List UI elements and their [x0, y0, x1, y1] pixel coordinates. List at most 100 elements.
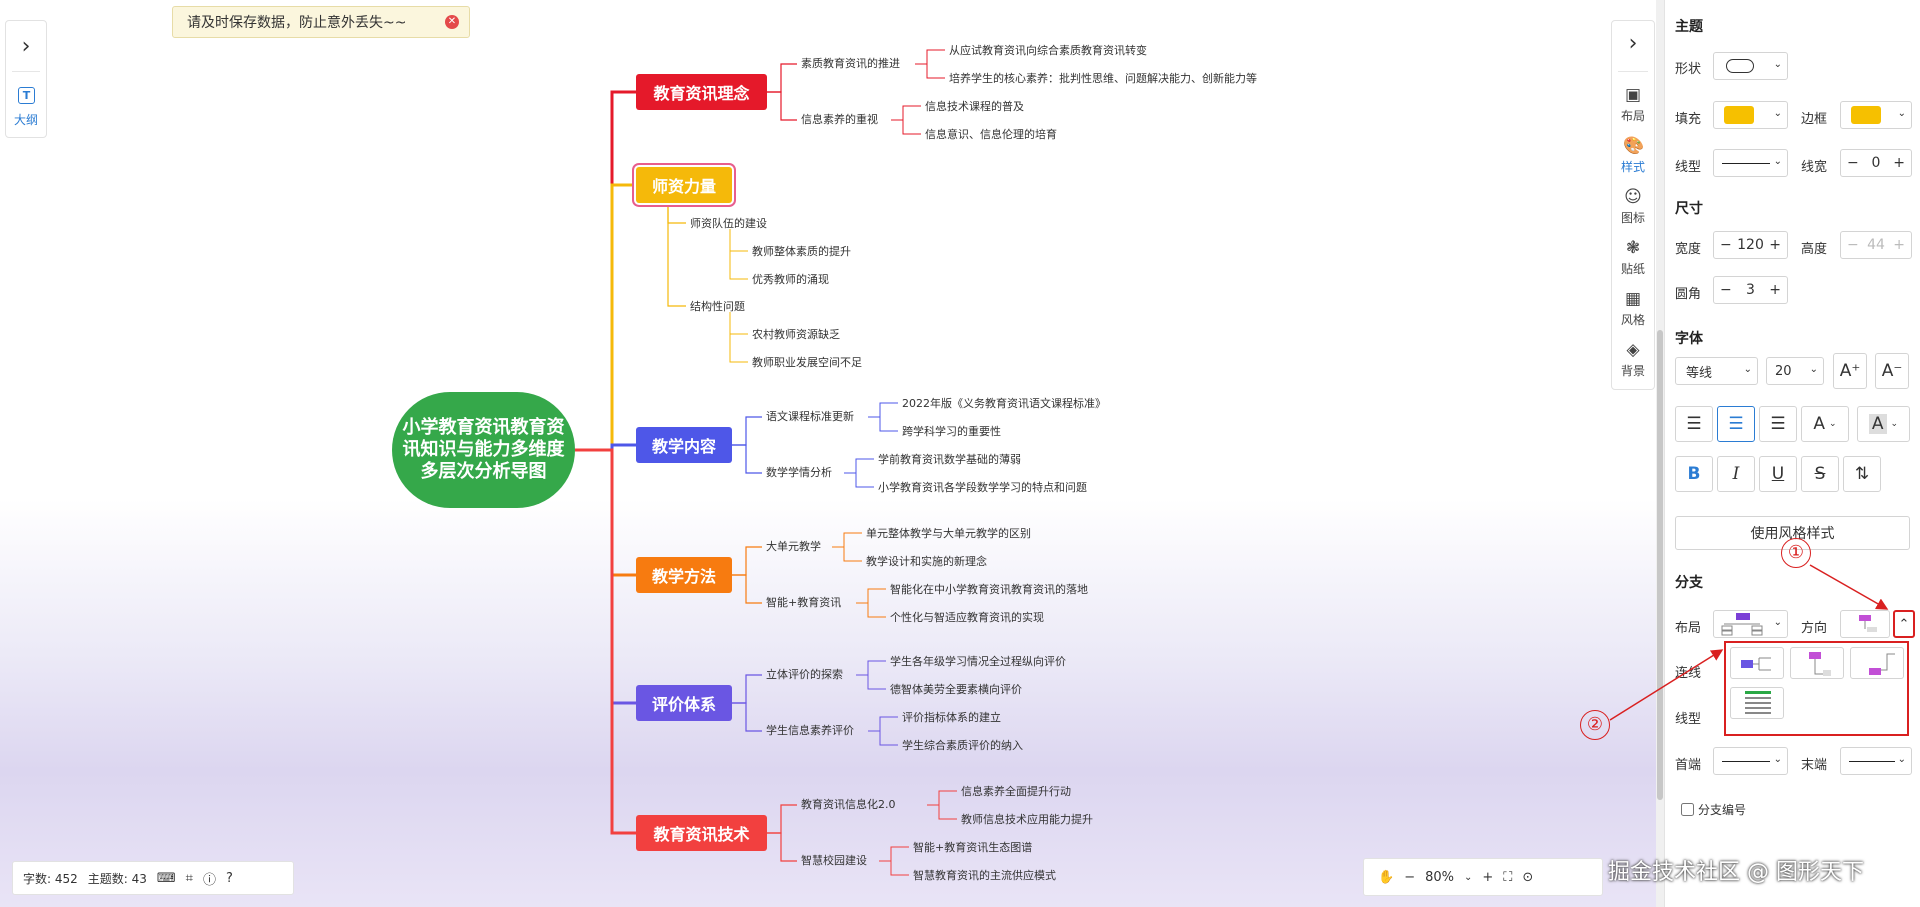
leaf-topic[interactable]: 培养学生的核心素养：批判性思维、问题解决能力、创新能力等: [949, 72, 1257, 85]
leaf-topic[interactable]: 学生综合素质评价的纳入: [902, 739, 1023, 752]
branch-number-checkbox[interactable]: [1681, 803, 1694, 816]
direction-select[interactable]: [1840, 610, 1890, 638]
leaf-topic[interactable]: 优秀教师的涌现: [752, 273, 829, 286]
branch-topic[interactable]: 教学内容: [636, 427, 732, 463]
direction-option-list[interactable]: [1730, 687, 1784, 719]
radius-stepper[interactable]: − 3 +: [1713, 276, 1788, 304]
font-increase-button[interactable]: A⁺: [1833, 353, 1867, 389]
bold-button[interactable]: B: [1675, 456, 1713, 492]
leaf-topic[interactable]: 信息技术课程的普及: [925, 100, 1024, 113]
plus-icon[interactable]: +: [1769, 237, 1781, 253]
subtopic[interactable]: 结构性问题: [690, 300, 745, 313]
subtopic[interactable]: 信息素养的重视: [801, 113, 878, 126]
underline-button[interactable]: U: [1759, 456, 1797, 492]
keyboard-icon[interactable]: ⌨: [156, 870, 176, 886]
subtopic[interactable]: 大单元教学: [766, 540, 821, 553]
leaf-topic[interactable]: 智能化在中小学教育资讯教育资讯的落地: [890, 583, 1088, 596]
branch-topic[interactable]: 教学方法: [636, 557, 732, 593]
subtopic[interactable]: 智能+教育资讯: [766, 596, 842, 609]
fit-screen-icon[interactable]: ⛶: [1503, 869, 1513, 885]
linetype-select[interactable]: ⌄: [1713, 149, 1788, 177]
leaf-topic[interactable]: 德智体美劳全要素横向评价: [890, 683, 1022, 696]
direction-toggle-button[interactable]: ⌃: [1893, 610, 1915, 638]
font-color-select[interactable]: A⌄: [1801, 406, 1849, 442]
branch-layout-select[interactable]: ⌄: [1713, 610, 1788, 638]
leaf-topic[interactable]: 信息意识、信息伦理的培育: [925, 128, 1057, 141]
subtopic[interactable]: 智慧校园建设: [801, 854, 867, 867]
locate-icon[interactable]: ⊙: [1522, 869, 1534, 885]
font-decrease-button[interactable]: A⁻: [1875, 353, 1909, 389]
leaf-topic[interactable]: 教师信息技术应用能力提升: [961, 813, 1093, 826]
branch-topic[interactable]: 教育资讯理念: [636, 74, 767, 110]
plus-icon[interactable]: +: [1893, 155, 1905, 171]
leaf-topic[interactable]: 评价指标体系的建立: [902, 711, 1001, 724]
toolbar-item-layers[interactable]: ◈背景: [1612, 340, 1654, 379]
plus-icon[interactable]: +: [1769, 282, 1781, 298]
fill-color-select[interactable]: ⌄: [1713, 101, 1788, 129]
minus-icon[interactable]: −: [1720, 237, 1732, 253]
subtopic[interactable]: 语文课程标准更新: [766, 410, 854, 423]
leaf-topic[interactable]: 智慧教育资讯的主流供应模式: [913, 869, 1056, 882]
leaf-topic[interactable]: 学前教育资讯数学基础的薄弱: [878, 453, 1021, 466]
highlight-color-select[interactable]: A⌄: [1857, 406, 1910, 442]
align-center-button[interactable]: ☰: [1717, 406, 1755, 442]
leaf-topic[interactable]: 小学教育资讯各学段数学学习的特点和问题: [878, 481, 1087, 494]
info-icon[interactable]: ⓘ: [203, 872, 217, 888]
align-left-button[interactable]: ☰: [1675, 406, 1713, 442]
chevron-down-icon[interactable]: ⌄: [1464, 871, 1473, 883]
outline-label[interactable]: 大纲: [13, 113, 38, 127]
subtopic[interactable]: 师资队伍的建设: [690, 217, 767, 230]
expand-chevron-icon[interactable]: ›: [21, 33, 31, 59]
leaf-topic[interactable]: 学生各年级学习情况全过程纵向评价: [890, 655, 1066, 668]
branch-topic[interactable]: 师资力量: [636, 167, 732, 203]
italic-button[interactable]: I: [1717, 456, 1755, 492]
leaf-topic[interactable]: 教师整体素质的提升: [752, 245, 851, 258]
text-sort-button[interactable]: ⇅: [1843, 456, 1881, 492]
zoom-value[interactable]: 80%: [1425, 869, 1454, 885]
outline-icon[interactable]: T: [18, 87, 35, 104]
scrollbar-thumb[interactable]: [1657, 330, 1663, 800]
width-value[interactable]: 120: [1737, 237, 1764, 253]
hand-tool-icon[interactable]: ✋: [1378, 869, 1395, 885]
direction-option-down[interactable]: [1790, 647, 1844, 679]
minus-icon[interactable]: −: [1847, 155, 1859, 171]
linewidth-value[interactable]: 0: [1871, 155, 1881, 171]
border-color-select[interactable]: ⌄: [1840, 101, 1912, 129]
minus-icon[interactable]: −: [1720, 282, 1732, 298]
close-icon[interactable]: ✕: [445, 15, 459, 29]
leaf-topic[interactable]: 信息素养全面提升行动: [961, 785, 1071, 798]
structure-icon[interactable]: ⌗: [185, 870, 193, 886]
toolbar-item-palette[interactable]: 🎨样式: [1612, 136, 1654, 175]
collapse-chevron-icon[interactable]: ›: [1628, 31, 1638, 56]
leaf-topic[interactable]: 智能+教育资讯生态图谱: [913, 841, 1033, 854]
radius-value[interactable]: 3: [1746, 282, 1755, 298]
leaf-topic[interactable]: 个性化与智适应教育资讯的实现: [890, 611, 1044, 624]
leaf-topic[interactable]: 教师职业发展空间不足: [752, 356, 862, 369]
toolbar-item-grid[interactable]: ▦风格: [1612, 289, 1654, 328]
width-stepper[interactable]: − 120 +: [1713, 231, 1788, 259]
leaf-topic[interactable]: 教学设计和实施的新理念: [866, 555, 987, 568]
branch-topic[interactable]: 评价体系: [636, 685, 732, 721]
align-right-button[interactable]: ☰: [1759, 406, 1797, 442]
leaf-topic[interactable]: 农村教师资源缺乏: [752, 328, 840, 341]
branch-topic[interactable]: 教育资讯技术: [636, 815, 767, 851]
font-family-select[interactable]: 等线 ⌄: [1675, 357, 1758, 385]
subtopic[interactable]: 学生信息素养评价: [766, 724, 854, 737]
toolbar-item-sticker[interactable]: ❃贴纸: [1612, 238, 1654, 277]
shape-select[interactable]: ⌄: [1713, 52, 1788, 80]
leaf-topic[interactable]: 单元整体教学与大单元教学的区别: [866, 527, 1031, 540]
direction-option-up[interactable]: [1850, 647, 1904, 679]
subtopic[interactable]: 立体评价的探索: [766, 668, 843, 681]
leaf-topic[interactable]: 从应试教育资讯向综合素质教育资讯转变: [949, 44, 1147, 57]
subtopic[interactable]: 数学学情分析: [766, 466, 832, 479]
zoom-out-button[interactable]: −: [1404, 869, 1416, 885]
root-topic[interactable]: 小学教育资讯教育资讯知识与能力多维度多层次分析导图: [392, 392, 575, 508]
toolbar-item-smile[interactable]: ☺图标: [1612, 187, 1654, 226]
linewidth-stepper[interactable]: − 0 +: [1840, 149, 1912, 177]
tail-select[interactable]: ⌄: [1840, 747, 1912, 775]
head-select[interactable]: ⌄: [1713, 747, 1788, 775]
toolbar-item-layout[interactable]: ▣布局: [1612, 85, 1654, 124]
strikethrough-button[interactable]: S: [1801, 456, 1839, 492]
branch-number-toggle[interactable]: 分支编号: [1681, 801, 1746, 818]
leaf-topic[interactable]: 跨学科学习的重要性: [902, 425, 1001, 438]
